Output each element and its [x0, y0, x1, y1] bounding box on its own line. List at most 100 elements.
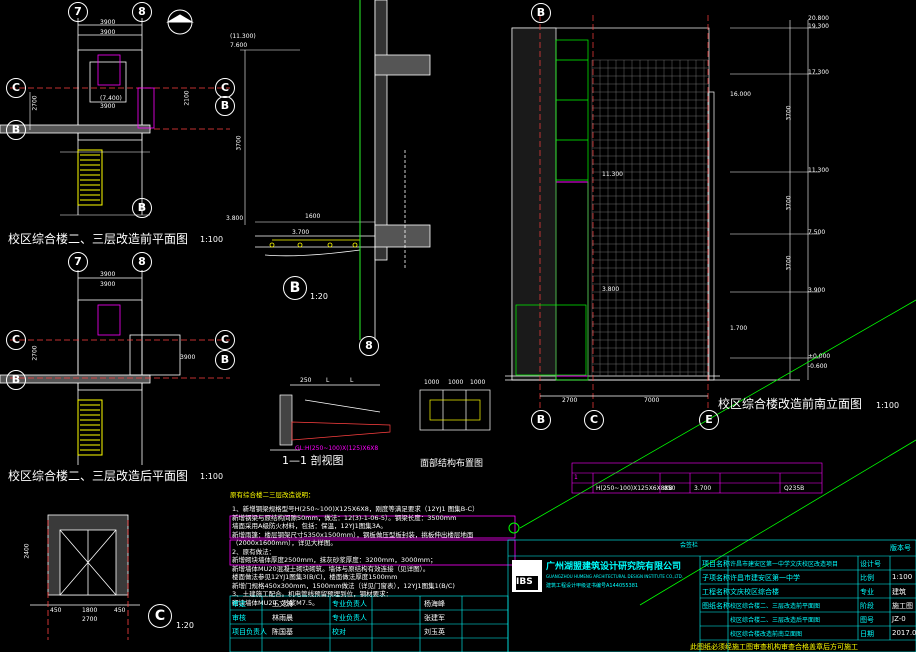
- steel-table-cell-2: 850: [664, 485, 676, 492]
- elev-level-7: 3.900: [808, 287, 826, 294]
- steel-table-lines: [571, 462, 823, 494]
- tb-date-label: 日期: [860, 630, 874, 638]
- tb-footer: 此图纸必须经施工图审查机构审查合格盖章后方可施工: [690, 643, 858, 651]
- tb-no: JZ-0: [892, 615, 906, 623]
- tb-company-en: GUANGZHOU HUMENG ARCHITECTURAL DESIGN IN…: [546, 574, 683, 579]
- elevation-level-marks: [730, 20, 820, 380]
- elev-axis-b: B: [531, 410, 551, 430]
- door-dim-2700: 2700: [82, 616, 98, 623]
- tb-company: 广州湖盟建筑设计研究院有限公司: [546, 562, 682, 572]
- elev-side-2: 3700: [785, 255, 793, 271]
- tb-role-name: 杨海峰: [424, 600, 445, 608]
- note-line: 新增砌块墙体厚度2500mm，抹灰砂浆厚度：3200mm，3000mm；: [232, 556, 437, 564]
- tb-role-name: 陈国基: [272, 628, 293, 636]
- tb-role-label: 校对: [332, 628, 346, 636]
- elev-side-0: 3700: [785, 105, 793, 121]
- notes-heading: 原有综合楼二三层改造说明：: [230, 491, 315, 499]
- hanger-dim-3: 1000: [470, 379, 486, 386]
- door-dim-450a: 450: [50, 607, 62, 614]
- axis-bubble-c-right: C: [215, 78, 235, 98]
- tb-role-name: 林雨晨: [272, 614, 293, 622]
- detail-c-bubble: C: [148, 604, 172, 628]
- plan-after-title: 校区综合楼二、三层改造后平面图: [8, 469, 189, 483]
- tb-cert: 建筑工程设计甲级证书编号A144055381: [546, 583, 639, 589]
- tb-version-label: 版本号: [890, 544, 911, 552]
- plan-before-dim-right: 2100: [183, 90, 191, 106]
- plan-before-dim-top: 3900: [100, 19, 116, 26]
- plan-before-dim-left: 2700: [31, 95, 39, 111]
- note-line: 1、新增钢梁规格型号H(250~100)X125X6X8，刚度等满足要求（12Y…: [232, 505, 479, 513]
- elev-level-5: 11.300: [602, 171, 623, 178]
- axis-bubble-8-bottom: B: [132, 198, 152, 218]
- elevation-title: 校区综合楼改造前南立面图: [718, 397, 863, 411]
- axis-bubble-7: 7: [68, 2, 88, 22]
- detail-b-scale: 1:20: [310, 292, 328, 301]
- elev-level-1: 19.300: [808, 23, 829, 30]
- note-line: 新增钢梁与原结构间隙50mm，做法：12(3)-1-06-5）。钢梁长度：350…: [232, 513, 457, 522]
- hanger-dim-2: 1000: [448, 379, 464, 386]
- title-block-lines: [229, 539, 916, 652]
- axis-bubble-8: 8: [132, 2, 152, 22]
- elev-level-10: ±0.000: [808, 353, 831, 360]
- axis-bubble-c-after: C: [6, 330, 26, 350]
- detail-b-bubble: B: [283, 276, 307, 300]
- detail-b-beam: [269, 239, 360, 248]
- elev-dim-2700: 2700: [562, 397, 578, 404]
- hanger-dim-1: 1000: [424, 379, 440, 386]
- axis-bubble-c-after-right: C: [215, 330, 235, 350]
- elev-level-0: 20.800: [808, 15, 829, 22]
- detail-b-level-top: (11.300): [230, 33, 256, 40]
- tb-stamp: 会签栏: [680, 542, 699, 549]
- tb-project: 许昌市建安区第一中学文庆校区改造项目: [730, 561, 839, 568]
- plan-before-dim-top2: 3900: [100, 29, 116, 36]
- note-line: （2000x1600mm），详见大样图。: [232, 539, 337, 547]
- tb-role-name: 张建军: [424, 614, 445, 622]
- section-11-title: 1—1 剖视图: [282, 454, 344, 467]
- tb-role-label: 审定: [232, 600, 246, 608]
- plan-after-dim-top: 3900: [100, 271, 116, 278]
- tb-work-label: 工程名称: [702, 588, 730, 596]
- tb-role-name: 刘玉英: [424, 628, 445, 636]
- north-arrow: [166, 9, 194, 35]
- steel-table-cell-5: Q235B: [784, 485, 805, 492]
- elev-level-6: 7.500: [808, 229, 826, 236]
- leader-lines: [519, 299, 916, 606]
- axis-bubble-c: C: [6, 78, 26, 98]
- note-line: 砌块墙体MU20，砂浆M7.5。: [232, 598, 319, 607]
- logo-box: [512, 560, 542, 592]
- tb-drawing-2: 校区综合楼改造前南立面图: [730, 631, 803, 638]
- elevation-facade-grid: [591, 59, 708, 376]
- detail-b-level-3800: 3.800: [226, 215, 244, 222]
- tb-project-label: 项目名称: [702, 560, 730, 568]
- note-line: 2、原有做法：: [232, 547, 276, 556]
- elev-level-4: 11.300: [808, 167, 829, 174]
- plan-before-dim-mid: 3900: [100, 103, 116, 110]
- detail-b-dim-1600: 1600: [305, 213, 321, 220]
- plan-before-title: 校区综合楼二、三层改造前平面图: [8, 232, 189, 246]
- tb-stage-label: 阶段: [860, 602, 874, 610]
- note-line: 墙面采用A级防火材料，包括：保温，12YJ1图集3A。: [232, 522, 387, 530]
- tb-role-name: 王文涛: [272, 600, 293, 608]
- plan-after-dim-top2: 3900: [100, 281, 116, 288]
- tb-design-no-label: 设计号: [860, 560, 881, 568]
- section-11-dim-250: 250: [300, 377, 312, 384]
- detail-b-level-top2: 7.600: [230, 42, 248, 49]
- plan-before-scale: 1:100: [200, 235, 224, 244]
- note-line: 新增墙体MU20混凝土砌块砌筑。墙体与原结构有效连接（见详图）。: [232, 564, 430, 573]
- tb-major-label: 专业: [860, 588, 874, 596]
- elev-level-2: 17.300: [808, 69, 829, 76]
- steel-table-cell-1: H(250~100)X125X6X8X8: [596, 485, 673, 492]
- elev-dim-7000: 7000: [644, 397, 660, 404]
- plan-before-linework: [0, 18, 230, 215]
- tb-scale-label: 比例: [860, 574, 874, 582]
- note-line: 3、土建施工配合。机电管线预留预埋到位，钢材要求：: [232, 590, 393, 598]
- tb-work: 文庆校区综合楼: [730, 588, 779, 596]
- door-dim-2400: 2400: [23, 543, 31, 559]
- tb-role-label: 项目负责人: [232, 628, 267, 636]
- tb-date: 2017.0: [892, 629, 916, 637]
- elev-axis-e: E: [699, 410, 719, 430]
- elev-level-8: 3.800: [602, 286, 620, 293]
- plan-after-scale: 1:100: [200, 472, 224, 481]
- tb-drawing-1: 校区综合楼二、三层改造后平面图: [730, 617, 821, 624]
